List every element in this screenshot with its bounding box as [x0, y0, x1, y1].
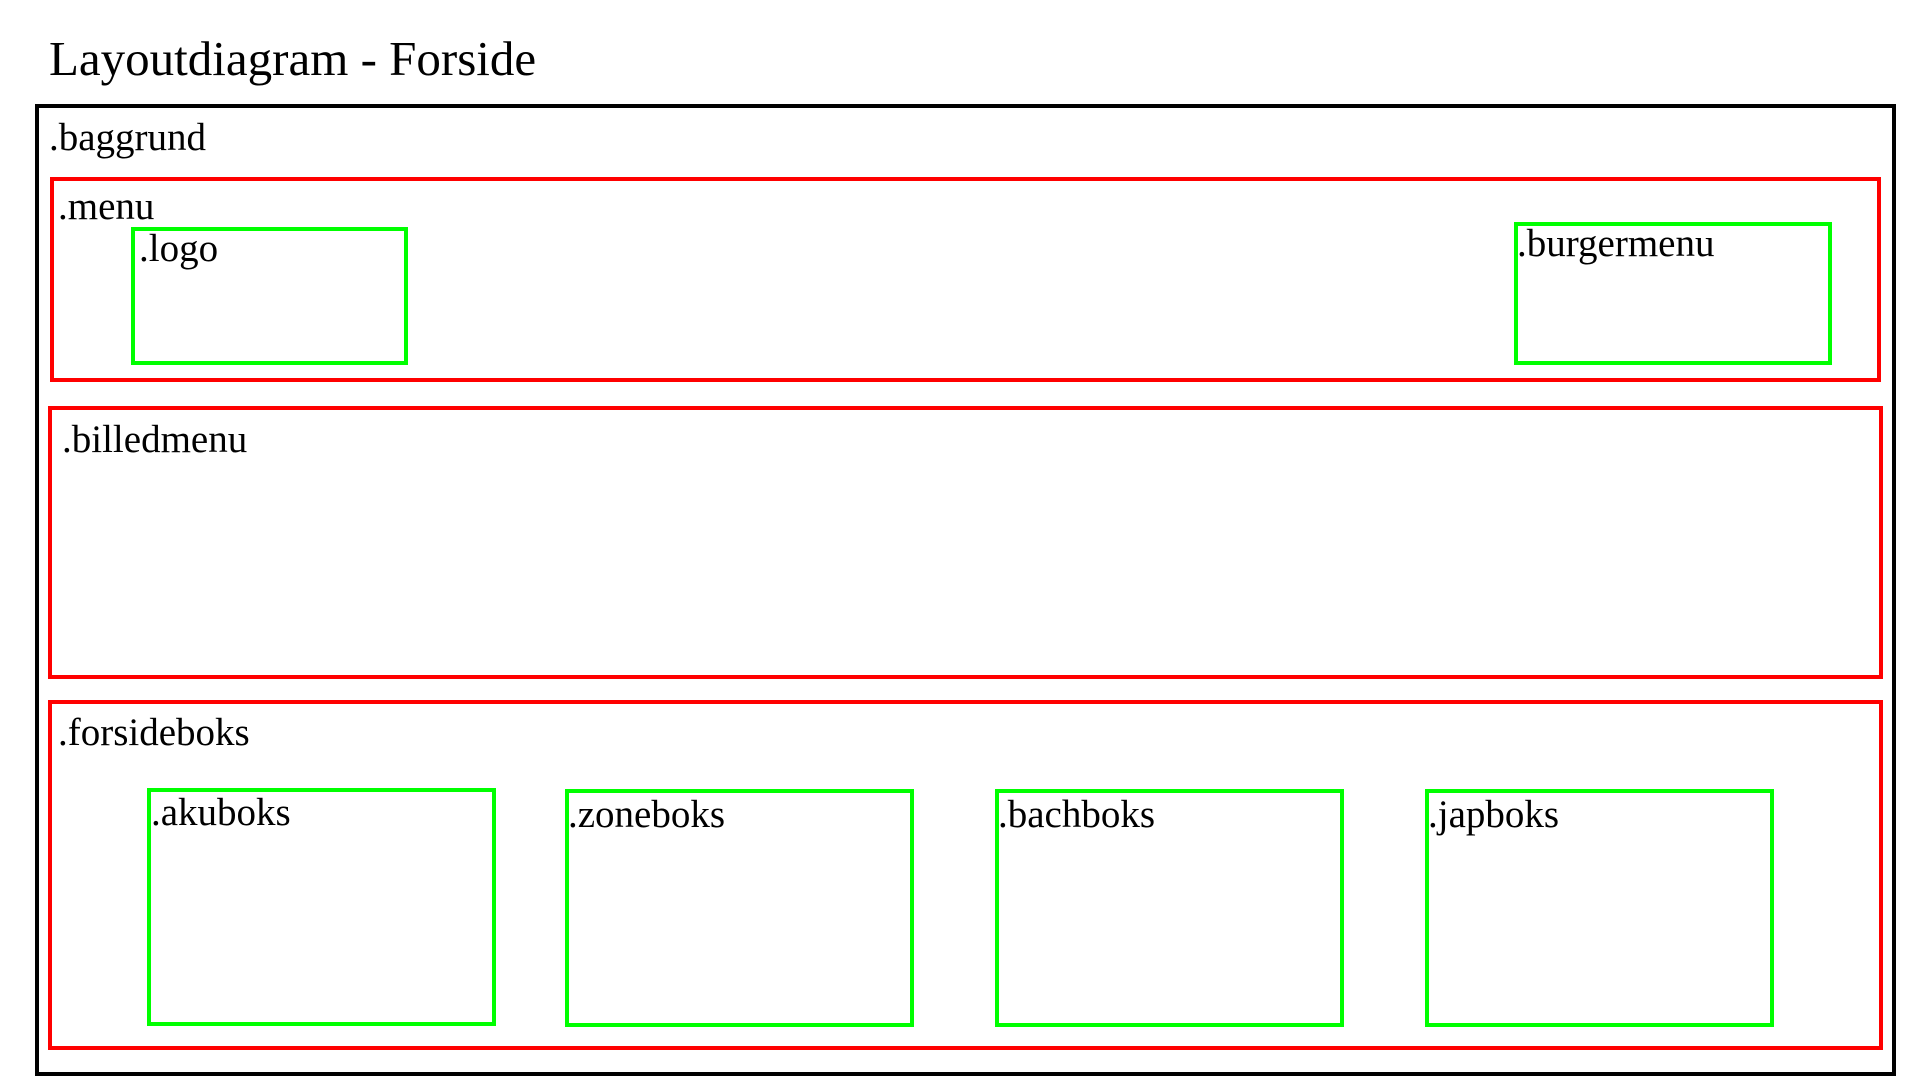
menu-label: .menu: [58, 185, 155, 228]
akuboks-label: .akuboks: [151, 791, 291, 834]
bachboks-box: [995, 789, 1344, 1027]
zoneboks-label: .zoneboks: [568, 793, 726, 836]
baggrund-label: .baggrund: [49, 116, 207, 159]
diagram-title: Layoutdiagram - Forside: [49, 31, 537, 86]
forsideboks-box: [48, 700, 1883, 1050]
akuboks-box: [147, 788, 496, 1026]
billedmenu-label: .billedmenu: [62, 418, 248, 461]
zoneboks-box: [565, 789, 914, 1027]
burgermenu-box: [1514, 222, 1832, 365]
japboks-label: .japboks: [1428, 793, 1560, 836]
japboks-box: [1425, 789, 1774, 1027]
menu-box: [50, 177, 1881, 382]
burgermenu-label: .burgermenu: [1517, 222, 1715, 265]
logo-box: [131, 227, 408, 365]
logo-label: .logo: [139, 227, 219, 270]
billedmenu-box: [48, 406, 1883, 679]
baggrund-box: [35, 104, 1896, 1076]
forsideboks-label: .forsideboks: [58, 711, 250, 754]
bachboks-label: .bachboks: [998, 793, 1156, 836]
